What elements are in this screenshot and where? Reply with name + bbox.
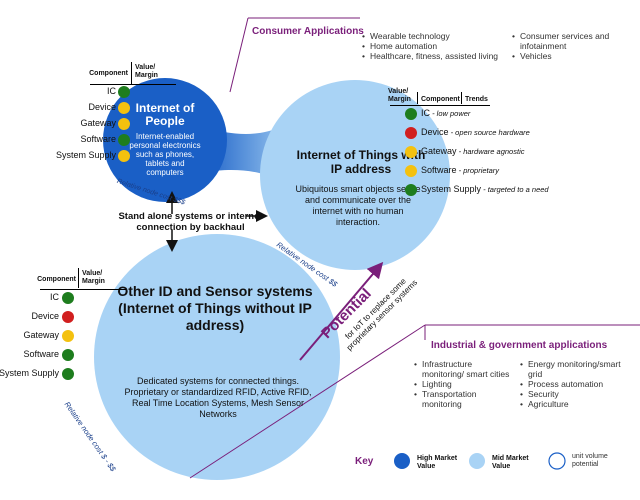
iot-component-trend: - hardware agnostic [456,147,525,156]
iot-component-system-supply: System Supply - targeted to a need [421,184,549,194]
sensor-status-dot [62,368,74,380]
sensor-col-value: Value/ Margin [82,270,105,285]
key-potential-dot [548,452,566,470]
consumer-col1-item: •Healthcare, fitness, assisted living [362,51,499,61]
sensor-component-gateway: Gateway [23,330,59,340]
iot-circle [260,80,450,270]
people-status-dot [118,150,130,162]
iot-component-label: Software [421,165,457,175]
key-high-label: High Market Value [417,455,458,470]
key-high-dot [394,453,410,469]
iot-component-trend: - low power [430,109,471,118]
consumer-title: Consumer Applications [252,26,364,37]
iot-component-label: Gateway [421,146,457,156]
key-mid-dot [469,453,485,469]
consumer-col2-item: •Vehicles [512,51,552,61]
iot-status-dot [405,184,417,196]
sensor-title: Other ID and Sensor systems (Internet of… [117,283,313,333]
ind-col1-item: •Lighting [414,379,452,389]
iot-col-component: Component [421,96,460,103]
ind-col2-item: •Security [520,389,559,399]
ind-col2-item: •Agriculture [520,399,569,409]
iot-status-dot [405,165,417,177]
people-desc: Internet-enabled personal electronics su… [129,132,201,177]
potential-arrow [299,261,384,361]
standalone-label: Stand alone systems or internet connecti… [118,211,263,233]
iot-component-label: Device [421,127,449,137]
people-component-device: Device [88,102,116,112]
iot-status-dot [405,127,417,139]
sensor-component-device: Device [31,311,59,321]
iot-component-trend: - proprietary [456,166,500,175]
people-circle [103,78,227,202]
people-col-component: Component [89,70,128,77]
industrial-line [189,324,426,479]
people-component-system-supply: System Supply [55,150,116,160]
people-component-gateway: Gateway [80,118,116,128]
iot-component-label: IC [421,108,430,118]
iot-col-value: Value/ Margin [388,88,411,103]
sensor-status-dot [62,311,74,323]
consumer-col2-item: •Consumer services and infotainment [512,31,610,51]
iot-component-trend: - targeted to a need [481,185,549,194]
people-component-ic: IC [107,86,116,96]
iot-status-dot [405,146,417,158]
people-status-dot [118,118,130,130]
ind-col1-item: •Transportation monitoring [414,389,477,409]
key-title: Key [355,456,374,467]
iot-component-trend: - open source hardware [448,128,530,137]
people-status-dot [118,134,130,146]
sensor-col-component: Component [37,276,76,283]
iot-status-dot [405,108,417,120]
consumer-col1-item: •Wearable technology [362,31,450,41]
people-status-dot [118,102,130,114]
industrial-title: Industrial & government applications [431,340,608,351]
sensor-circle [94,234,340,480]
sensor-component-ic: IC [50,292,59,302]
key-mid-label: Mid Market Value [492,455,529,470]
ind-col1-item: •Infrastructure monitoring/ smart cities [414,359,510,379]
people-status-dot [118,86,130,98]
iot-component-ic: IC - low power [421,108,470,118]
people-title: Internet of People [135,101,195,128]
iot-col-trends: Trends [465,96,488,103]
sensor-status-dot [62,292,74,304]
consumer-line [229,17,249,93]
consumer-col1-item: •Home automation [362,41,438,51]
iot-component-label: System Supply [421,184,482,194]
people-col-value: Value/ Margin [135,64,158,79]
sensor-desc: Dedicated systems for connected things. … [124,376,312,419]
iot-title: Internet of Things with IP address [296,148,426,176]
sensor-status-dot [62,330,74,342]
ind-col2-item: •Process automation [520,379,604,389]
key-potential-label: unit volume potential [572,453,608,468]
people-component-software: Software [80,134,116,144]
iot-desc: Ubiquitous smart objects sense and commu… [295,184,421,227]
iot-component-gateway: Gateway - hardware agnostic [421,146,524,156]
iot-component-software: Software - proprietary [421,165,499,175]
sensor-component-system-supply: System Supply [0,368,59,378]
ind-col2-item: •Energy monitoring/smart grid [520,359,621,379]
sensor-component-software: Software [23,349,59,359]
sensor-status-dot [62,349,74,361]
iot-component-device: Device - open source hardware [421,127,530,137]
